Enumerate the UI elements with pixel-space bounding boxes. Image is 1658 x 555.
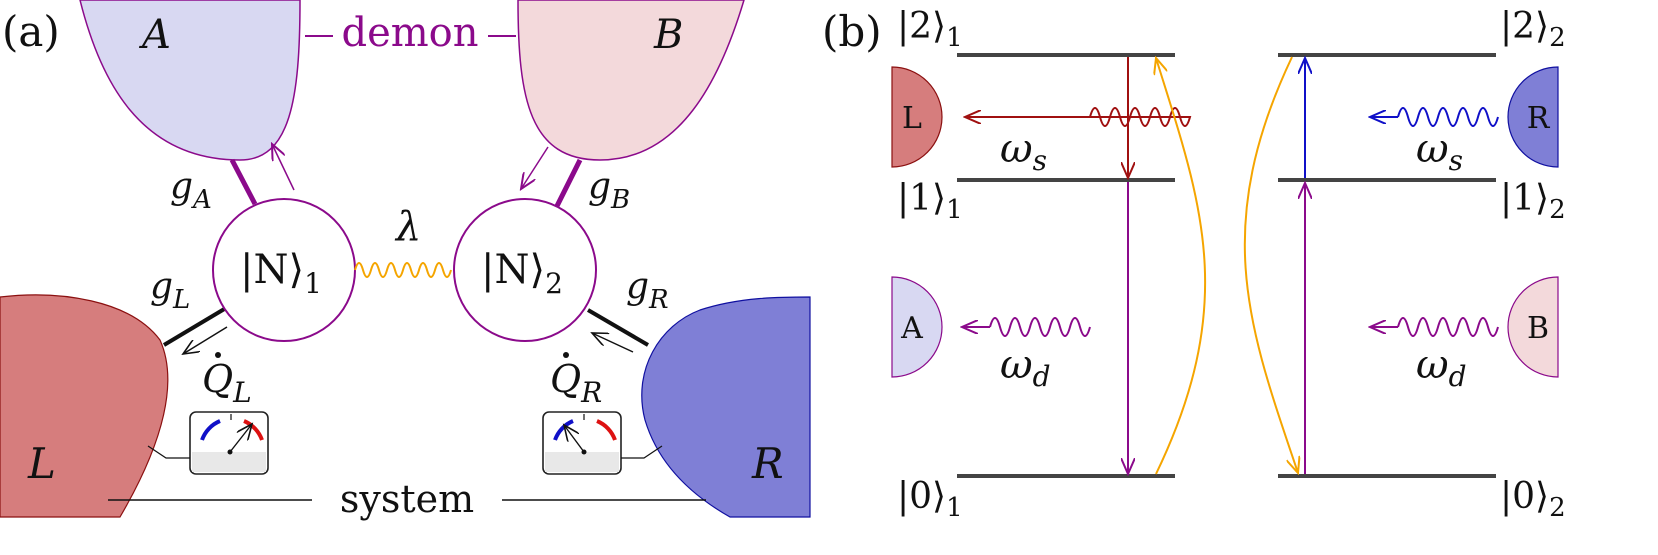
omega-s-right-sub: s — [1449, 144, 1463, 177]
svg-text:QL: QL — [202, 357, 252, 409]
coupling-l-sub: L — [172, 285, 190, 315]
level-1-right-ket: |1⟩ — [1500, 178, 1549, 219]
svg-text:ωs: ωs — [1416, 126, 1463, 177]
level-0-right-sub: 2 — [1549, 493, 1566, 523]
coupling-b-sym: g — [588, 166, 611, 207]
svg-text:QR: QR — [550, 357, 602, 409]
flow-arrow-to-a — [272, 144, 295, 191]
panel-b-label: (b) — [822, 7, 882, 56]
omega-d-left-sub: d — [1033, 360, 1051, 393]
bath-r-disk-label: R — [1527, 101, 1551, 136]
node-1-ket: |N⟩ — [240, 247, 304, 293]
meter-left-wire — [147, 445, 190, 459]
node-2-sub: 2 — [545, 267, 563, 300]
svg-text:|N⟩1: |N⟩1 — [240, 247, 322, 300]
svg-text:gR: gR — [626, 266, 669, 315]
coupling-a-line — [229, 158, 258, 206]
bath-r-shape — [641, 296, 811, 518]
transition-0-2-left — [1156, 58, 1207, 475]
svg-text:ωd: ωd — [1416, 342, 1467, 393]
coupling-l-line — [162, 306, 228, 347]
svg-text:|2⟩2: |2⟩2 — [1500, 6, 1566, 53]
transition-2-0-right — [1243, 56, 1298, 473]
bath-b-disk-label: B — [1527, 311, 1549, 346]
bath-l-disk — [891, 66, 943, 168]
svg-text:|0⟩2: |0⟩2 — [1500, 476, 1566, 523]
bath-l-label: L — [27, 439, 56, 488]
level-1-left-ket: |1⟩ — [897, 178, 946, 219]
svg-text:|2⟩1: |2⟩1 — [897, 6, 963, 53]
omega-s-left-sym: ω — [1000, 126, 1033, 172]
level-0-left-ket: |0⟩ — [897, 476, 946, 517]
bath-a-disk — [891, 276, 943, 378]
omega-s-left-sub: s — [1033, 144, 1047, 177]
photon-ws-right — [1397, 107, 1499, 127]
meter-right — [542, 411, 622, 475]
svg-text:gA: gA — [170, 166, 212, 215]
panel-a-label: (a) — [2, 7, 60, 56]
level-1-left-sub: 1 — [946, 195, 963, 225]
svg-text:|0⟩1: |0⟩1 — [897, 476, 963, 523]
flow-arrow-to-l — [183, 326, 228, 354]
svg-text:gB: gB — [588, 166, 630, 215]
heat-l-sym: Q — [202, 357, 233, 401]
node-2-ket: |N⟩ — [481, 247, 545, 293]
bath-a-label: A — [138, 12, 171, 58]
node-1-sub: 1 — [304, 267, 322, 300]
bath-b-label: B — [653, 12, 683, 58]
heat-l-dot — [215, 352, 221, 358]
flow-arrow-from-b — [521, 146, 549, 189]
coupling-r-sym: g — [626, 266, 649, 307]
coupling-r-sub: R — [648, 285, 669, 315]
level-2-left-ket: |2⟩ — [897, 6, 946, 47]
svg-text:ωd: ωd — [1000, 342, 1051, 393]
level-0-left-sub: 1 — [946, 493, 963, 523]
omega-s-right-sym: ω — [1416, 126, 1449, 172]
bath-l-shape — [0, 294, 169, 518]
photon-ws-left — [975, 107, 1192, 127]
heat-r-dot — [563, 352, 569, 358]
bath-b-shape — [517, 0, 745, 161]
svg-text:gL: gL — [150, 266, 190, 315]
svg-text:ωs: ωs — [1000, 126, 1047, 177]
system-label: system — [340, 477, 474, 521]
flow-arrow-from-r — [592, 333, 634, 353]
heat-r-sym: Q — [550, 357, 581, 401]
coupling-b-line — [553, 158, 583, 210]
bath-b-disk — [1507, 276, 1559, 378]
omega-d-left-sym: ω — [1000, 342, 1033, 388]
omega-d-right-sub: d — [1449, 360, 1467, 393]
level-2-right-sub: 2 — [1549, 23, 1566, 53]
photon-wd-right — [1397, 317, 1499, 337]
level-2-right-ket: |2⟩ — [1500, 6, 1549, 47]
coupling-l-sym: g — [150, 266, 173, 307]
omega-d-right-sym: ω — [1416, 342, 1449, 388]
meter-right-wire — [621, 445, 663, 459]
demon-label: demon — [341, 10, 478, 56]
level-0-right-ket: |0⟩ — [1500, 476, 1549, 517]
bath-a-disk-label: A — [900, 311, 923, 346]
level-2-left-sub: 1 — [946, 23, 963, 53]
svg-text:|1⟩1: |1⟩1 — [897, 178, 963, 225]
svg-text:|N⟩2: |N⟩2 — [481, 247, 563, 300]
coupling-a-sub: A — [191, 185, 212, 215]
bath-r-label: R — [751, 439, 784, 488]
level-1-right-sub: 2 — [1549, 195, 1566, 225]
coupling-b-sub: B — [610, 185, 630, 215]
heat-r-sub: R — [580, 376, 602, 409]
bath-l-disk-label: L — [902, 101, 922, 136]
node-2 — [453, 198, 597, 342]
lambda-label: λ — [394, 204, 421, 250]
photon-wd-left — [989, 317, 1091, 337]
coupling-r-line — [586, 308, 650, 347]
bath-a-shape — [79, 0, 301, 161]
svg-text:|1⟩2: |1⟩2 — [1500, 178, 1566, 225]
coupling-a-sym: g — [170, 166, 193, 207]
lambda-wave — [354, 262, 452, 278]
heat-l-sub: L — [232, 376, 252, 409]
bath-r-disk — [1507, 66, 1559, 168]
meter-left — [189, 411, 269, 475]
